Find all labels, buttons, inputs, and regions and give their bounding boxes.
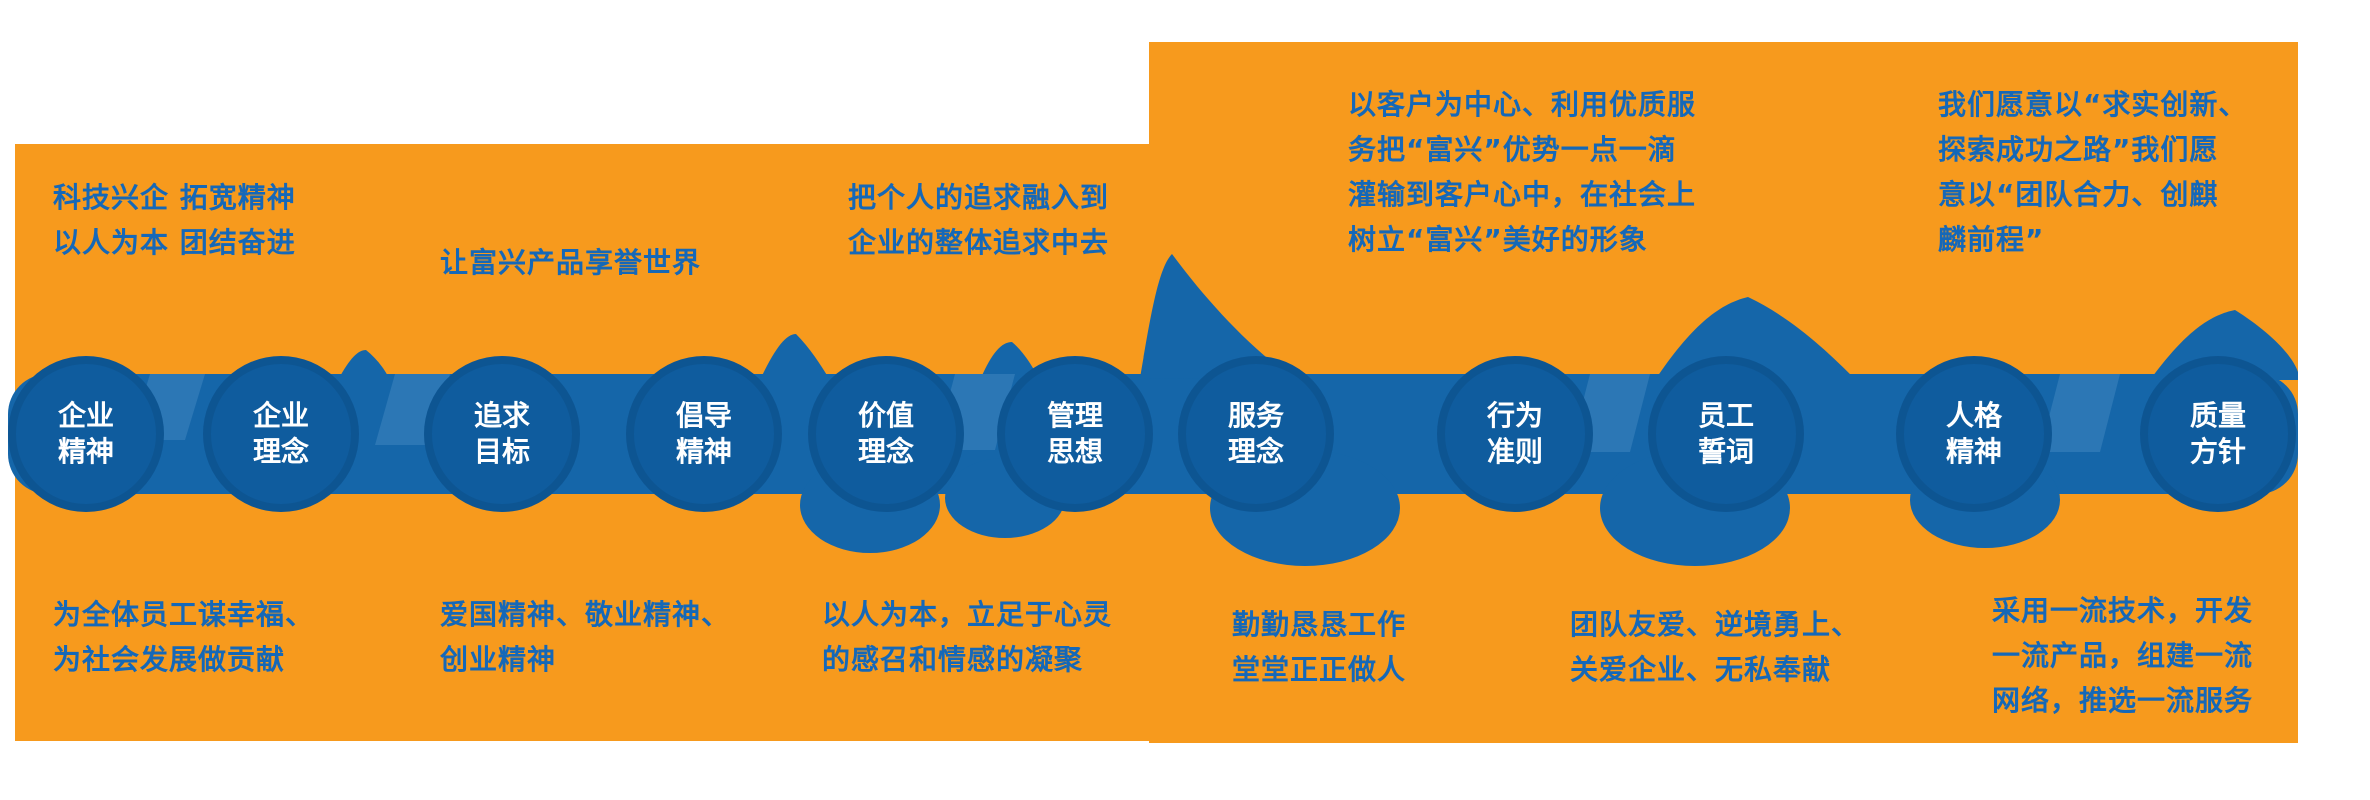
node-label-line: 理念 [857, 435, 914, 468]
node-label-line: 理念 [252, 435, 309, 468]
node-label-line: 倡导 [675, 399, 732, 432]
bottom-note-value-philosophy: 以人为本，立足于心灵 的感召和情感的凝聚 [822, 598, 1113, 676]
node-label-line: 企业 [57, 399, 114, 432]
node-label-line: 服务 [1227, 399, 1284, 432]
node-enterprise-spirit: 企业精神 [8, 356, 164, 512]
node-advocated-spirit: 倡导精神 [626, 356, 782, 512]
node-label-line: 誓词 [1697, 435, 1754, 468]
node-label-line: 企业 [252, 399, 309, 432]
node-label-line: 管理 [1046, 399, 1103, 432]
bottom-note-quality-policy: 采用一流技术，开发 一流产品，组建一流 网络，推选一流服务 [1992, 594, 2254, 717]
node-enterprise-philosophy: 企业理念 [203, 356, 359, 512]
top-note-personality-spirit: 我们愿意以“求实创新、 探索成功之路”我们愿 意以“团队合力、创麒 麟前程” [1938, 88, 2248, 256]
node-label-line: 追求 [473, 399, 530, 432]
node-label-line: 精神 [1945, 435, 2002, 468]
node-employee-oath: 员工誓词 [1648, 356, 1804, 512]
node-service-philosophy: 服务理念 [1178, 356, 1334, 512]
node-code-of-conduct: 行为准则 [1437, 356, 1593, 512]
node-label-line: 思想 [1046, 435, 1103, 468]
bottom-note-enterprise-spirit: 为全体员工谋幸福、 为社会发展做贡献 [53, 598, 315, 676]
node-personality-spirit: 人格精神 [1896, 356, 2052, 512]
bottom-note-service-philosophy: 勤勤恳恳工作 堂堂正正做人 [1232, 608, 1407, 686]
node-label-line: 精神 [57, 435, 114, 468]
node-label-line: 目标 [473, 435, 530, 468]
node-management-thought: 管理思想 [997, 356, 1153, 512]
node-label-line: 行为 [1486, 399, 1543, 432]
node-label-line: 员工 [1697, 399, 1754, 432]
node-label-line: 价值 [857, 399, 914, 432]
node-label-line: 准则 [1486, 435, 1543, 468]
node-label-line: 人格 [1945, 399, 2002, 432]
node-label-line: 理念 [1227, 435, 1284, 468]
top-note-enterprise-spirit: 科技兴企 拓宽精神 以人为本 团结奋进 [53, 181, 296, 259]
top-note-pursuit-goal: 让富兴产品享誉世界 [440, 246, 702, 279]
node-label-line: 精神 [675, 435, 732, 468]
top-note-service-philosophy: 以客户为中心、利用优质服 务把“富兴”优势一点一滴 灌输到客户心中，在社会上 树… [1348, 88, 1697, 256]
node-quality-policy: 质量方针 [2140, 356, 2296, 512]
top-note-value-philosophy: 把个人的追求融入到 企业的整体追求中去 [848, 181, 1110, 259]
node-label-line: 方针 [2189, 435, 2246, 468]
bottom-note-advocated-spirit: 爱国精神、敬业精神、 创业精神 [440, 598, 731, 676]
node-label-line: 质量 [2189, 399, 2246, 432]
bottom-note-employee-oath: 团队友爱、逆境勇上、 关爱企业、无私奉献 [1570, 608, 1861, 686]
node-value-philosophy: 价值理念 [808, 356, 964, 512]
node-pursuit-goal: 追求目标 [424, 356, 580, 512]
